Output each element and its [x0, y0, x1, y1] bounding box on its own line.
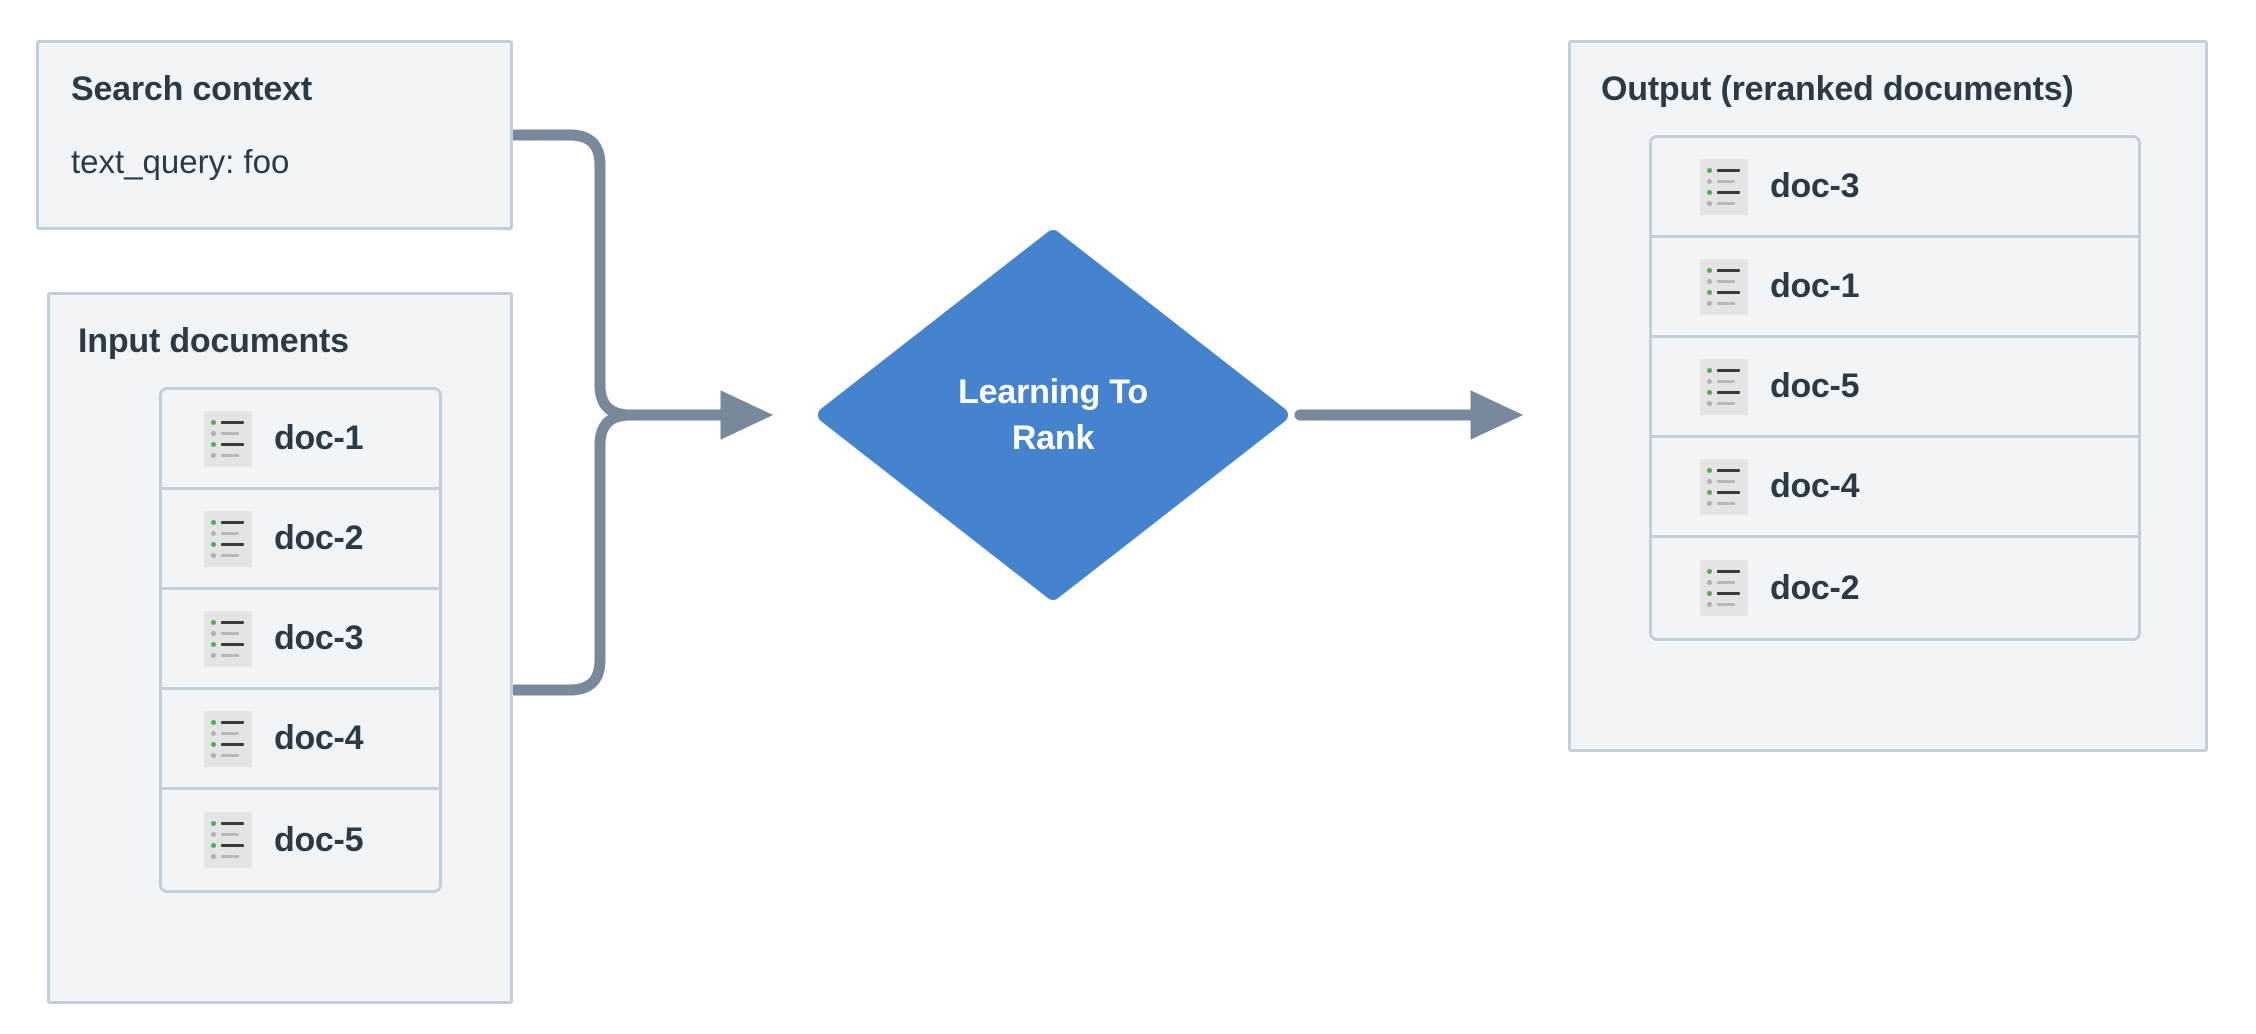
list-item[interactable]: doc-1 [162, 390, 439, 490]
list-item-label: doc-5 [274, 820, 364, 859]
input-documents-list: doc-1 doc-2 doc-3 [159, 387, 442, 893]
list-item[interactable]: doc-3 [1652, 138, 2138, 238]
list-item[interactable]: doc-5 [1652, 338, 2138, 438]
process-node-label: Learning To Rank [958, 373, 1148, 457]
document-list-icon [1700, 358, 1748, 415]
list-item-label: doc-4 [274, 719, 364, 757]
list-item-label: doc-2 [274, 519, 364, 557]
list-item-label: doc-4 [1770, 467, 1860, 505]
list-item-label: doc-1 [1770, 267, 1860, 305]
document-list-icon [1700, 560, 1748, 616]
list-item[interactable]: doc-2 [162, 490, 439, 590]
list-item-label: doc-2 [1770, 568, 1860, 607]
diamond-shape [818, 230, 1288, 600]
connector-search-context-to-node [509, 129, 774, 440]
search-context-title: Search context [71, 70, 312, 108]
list-item[interactable]: doc-3 [162, 590, 439, 690]
document-list-icon [1700, 458, 1748, 515]
document-list-icon [204, 510, 252, 567]
list-item-label: doc-3 [1770, 167, 1860, 205]
list-item[interactable]: doc-4 [1652, 438, 2138, 538]
list-item-label: doc-1 [274, 419, 364, 457]
search-context-query-value: text_query: foo [71, 143, 290, 180]
connector-input-docs-to-node [509, 409, 766, 696]
list-item[interactable]: doc-4 [162, 690, 439, 790]
list-item[interactable]: doc-1 [1652, 238, 2138, 338]
list-item-label: doc-5 [1770, 367, 1860, 405]
output-documents-list: doc-3 doc-1 doc-5 [1649, 135, 2141, 641]
document-list-icon [1700, 258, 1748, 315]
document-list-icon [204, 410, 252, 467]
document-list-icon [204, 610, 252, 667]
output-title: Output (reranked documents) [1601, 70, 2074, 108]
process-node-learning-to-rank[interactable]: Learning To Rank [818, 230, 1288, 600]
input-documents-panel: Input documents doc-1 doc-2 [47, 292, 513, 1004]
list-item-label: doc-3 [274, 619, 364, 657]
output-panel: Output (reranked documents) doc-3 [1568, 40, 2208, 752]
document-list-icon [1700, 158, 1748, 215]
list-item[interactable]: doc-5 [162, 790, 439, 890]
list-item[interactable]: doc-2 [1652, 538, 2138, 638]
document-list-icon [204, 710, 252, 767]
document-list-icon [204, 812, 252, 868]
input-documents-title: Input documents [78, 322, 349, 360]
search-context-panel: Search context text_query: foo [36, 40, 513, 230]
